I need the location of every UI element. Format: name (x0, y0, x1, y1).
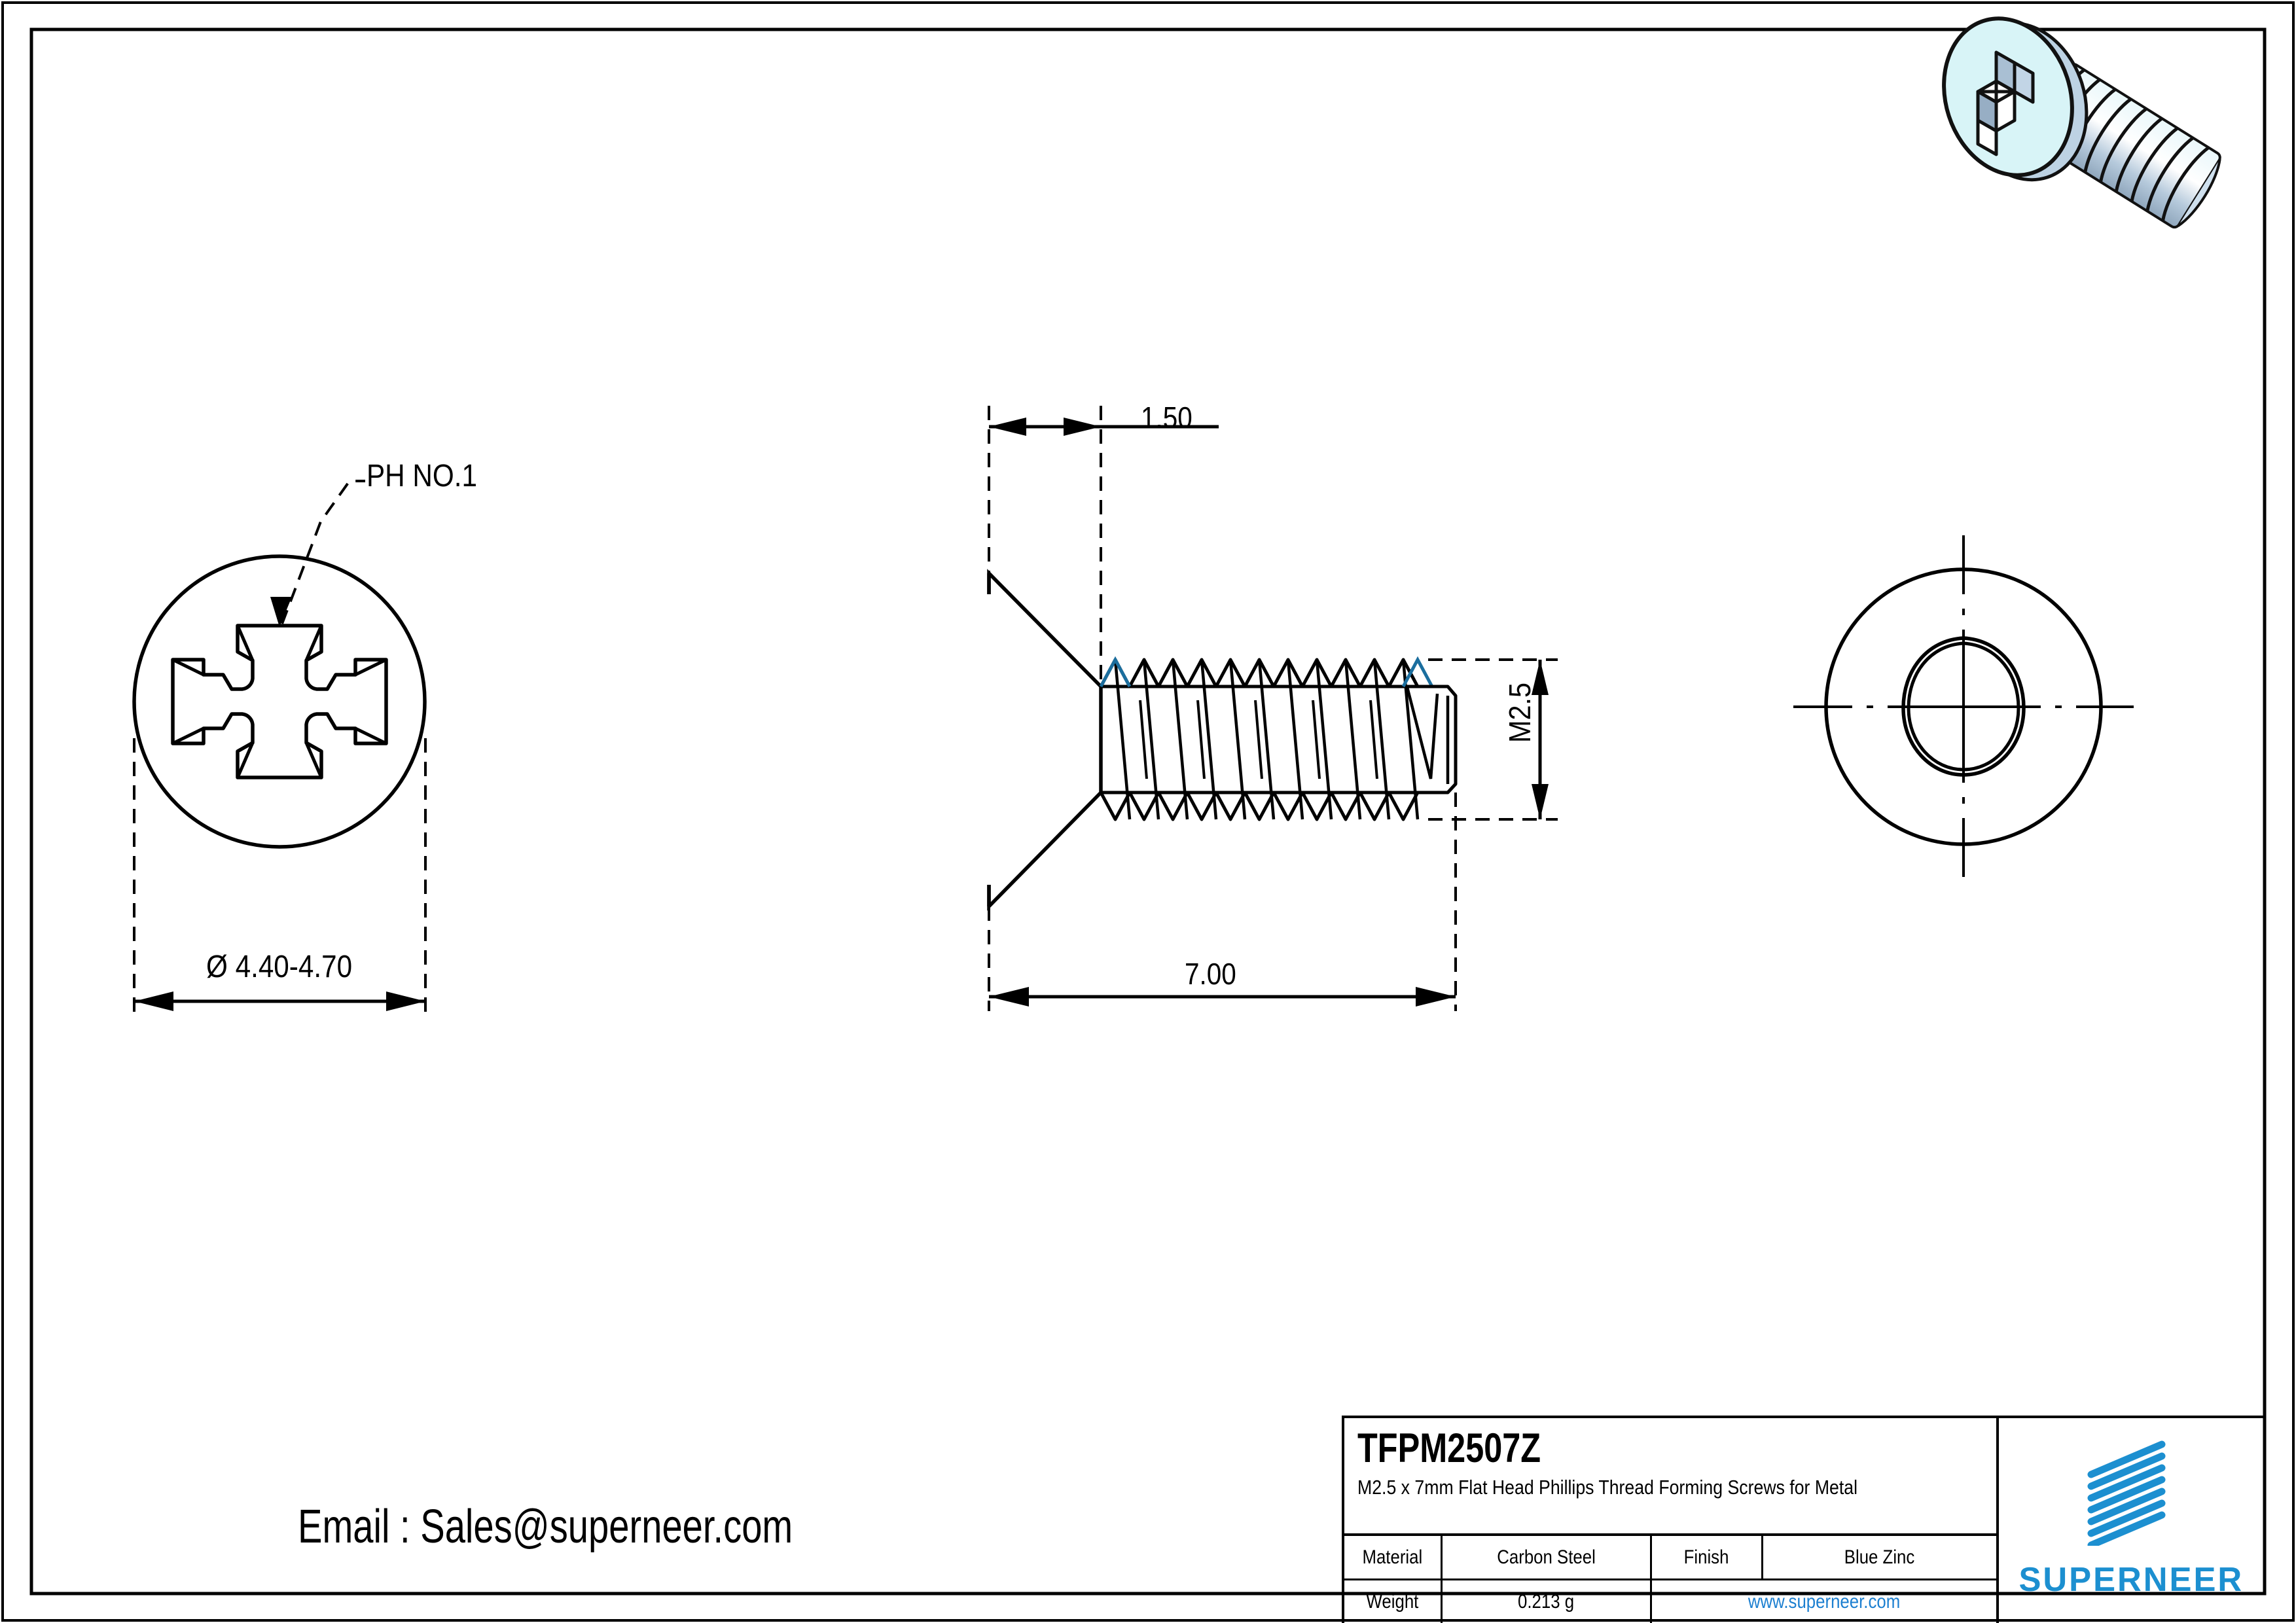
ph-callout-arrowhead (270, 597, 292, 627)
title-block-info: TFPM2507Z M2.5 x 7mm Flat Head Phillips … (1344, 1418, 1999, 1623)
head-outline-circle (132, 554, 427, 849)
phillips-recess-shape (171, 624, 388, 779)
part-description: M2.5 x 7mm Flat Head Phillips Thread For… (1357, 1476, 1858, 1499)
m25-arrow-top (1532, 660, 1549, 695)
thread-size-dimension-text: M2.5 (1503, 682, 1537, 743)
material-value: Carbon Steel (1443, 1536, 1652, 1578)
shank-end-face (1418, 685, 1458, 794)
countersunk-head-profile (987, 569, 1103, 911)
head-diameter-dimension-text: Ø 4.40-4.70 (206, 950, 353, 984)
screw-3d-isometric (1942, 16, 2221, 229)
superneer-logo-icon (2087, 1440, 2166, 1546)
finish-value: Blue Zinc (1844, 1546, 1915, 1568)
company-logo: SUPERNEER (1999, 1418, 2263, 1623)
recess-flank-bottom (236, 742, 323, 778)
ph-callout-text: PH NO.1 (367, 459, 478, 493)
ph-callout-leader (281, 480, 365, 624)
thread-root-bottom (1099, 791, 1420, 821)
material-row: Material Carbon Steel Finish Blue Zinc (1344, 1536, 1996, 1580)
length-dimension-text: 7.00 (1185, 957, 1236, 991)
screw-side-view (987, 406, 1558, 1011)
company-name: SUPERNEER (2018, 1561, 2244, 1599)
m25-arrow-bottom (1532, 784, 1549, 819)
finish-label: Finish (1652, 1536, 1763, 1578)
dim150-arrow-left (989, 418, 1026, 436)
dim150-arrow-right (1064, 418, 1101, 436)
recess-flank-top (236, 625, 323, 661)
part-number: TFPM2507Z (1357, 1425, 1541, 1471)
last-thread-runout (1405, 687, 1439, 779)
head-height-dimension-text: 1.50 (1141, 401, 1193, 435)
sheet-inner-border (29, 27, 2267, 1596)
iso-shank-end-cap (2177, 159, 2221, 227)
material-label: Material (1344, 1536, 1443, 1578)
recess-flank-left (171, 658, 205, 745)
contact-email-text: Email : Sales@superneer.com (298, 1501, 793, 1553)
thread-helix-lines (1113, 659, 1420, 820)
dia-arrow-right (386, 991, 425, 1011)
thread-inner-helix (1139, 700, 1378, 779)
dim700-arrow-right (1416, 987, 1456, 1007)
iso-phillips-recess (1976, 50, 2035, 156)
title-block-header: TFPM2507Z M2.5 x 7mm Flat Head Phillips … (1344, 1418, 1996, 1536)
weight-row: Weight 0.213 g www.superneer.com (1344, 1580, 1996, 1623)
head-front-view (132, 480, 427, 1016)
dia-arrow-left (134, 991, 173, 1011)
weight-label: Weight (1344, 1580, 1443, 1623)
website-link[interactable]: www.superneer.com (1748, 1590, 1901, 1613)
recess-flank-right (354, 658, 387, 745)
trilobular-end-view (1793, 535, 2134, 878)
title-block: TFPM2507Z M2.5 x 7mm Flat Head Phillips … (1342, 1416, 2263, 1623)
weight-value: 0.213 g (1443, 1580, 1652, 1623)
dim700-arrow-left (989, 987, 1029, 1007)
thread-accent-highlight (1099, 656, 1434, 688)
